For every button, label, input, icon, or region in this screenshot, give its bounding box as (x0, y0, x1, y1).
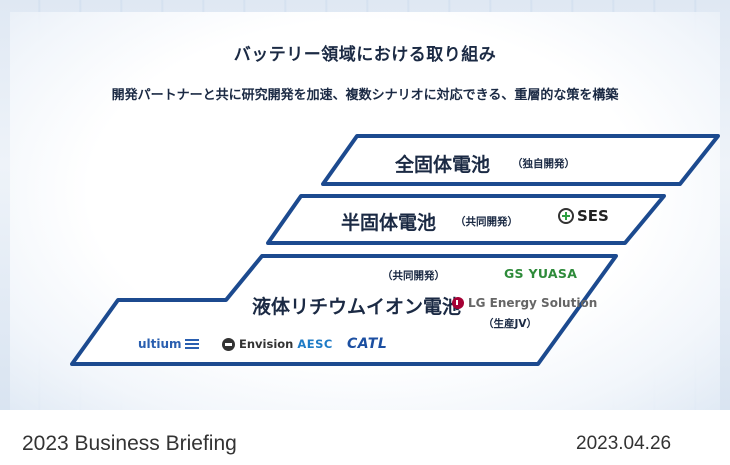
aesc-logo-text: AESC (297, 337, 333, 351)
catl-logo-text: CATL (347, 336, 388, 352)
tier-all-solid-name: 全固体電池 (395, 154, 491, 176)
ultium-logo: ultium (138, 337, 199, 351)
ultium-logo-text: ultium (138, 337, 182, 351)
lg-jv-note: （生産JV） (483, 318, 538, 330)
catl-logo: CATL (347, 336, 387, 352)
tier-semi-solid-name: 半固体電池 (341, 212, 437, 234)
tier-liquid-note: （共同開発） (382, 270, 445, 282)
slide-subtitle: 開発パートナーと共に研究開発を加速、複数シナリオに対応できる、重層的な策を構築 (111, 88, 619, 103)
tier-liquid-shape (70, 254, 618, 366)
tier-semi-solid-shape (266, 194, 666, 245)
ses-plus-icon (558, 208, 574, 224)
tier-semi-solid-note: （共同開発） (455, 216, 518, 228)
tier-all-solid-note: （独自開発） (512, 158, 575, 170)
ultium-bars-icon (184, 339, 199, 349)
gs-yuasa-logo-text: GS YUASA (504, 266, 578, 281)
tier-all-solid-shape (321, 134, 720, 186)
ses-logo-text: SES (577, 207, 609, 225)
lg-energy-logo: LG Energy Solution (452, 296, 597, 310)
envision-logo-text: Envision (239, 337, 294, 351)
envision-circle-icon (222, 337, 235, 351)
footer-date: 2023.04.26 (576, 433, 672, 454)
tier-liquid-name: 液体リチウムイオン電池 (252, 296, 462, 318)
envision-aesc-logo: Envision AESC (222, 337, 333, 351)
lg-face-icon (452, 297, 464, 309)
slide-title: バッテリー領域における取り組み (233, 45, 497, 65)
ses-logo: SES (558, 207, 609, 225)
lg-energy-logo-text: LG Energy Solution (468, 296, 598, 310)
footer-event-name: 2023 Business Briefing (22, 432, 237, 455)
gs-yuasa-logo: GS YUASA (504, 266, 577, 281)
